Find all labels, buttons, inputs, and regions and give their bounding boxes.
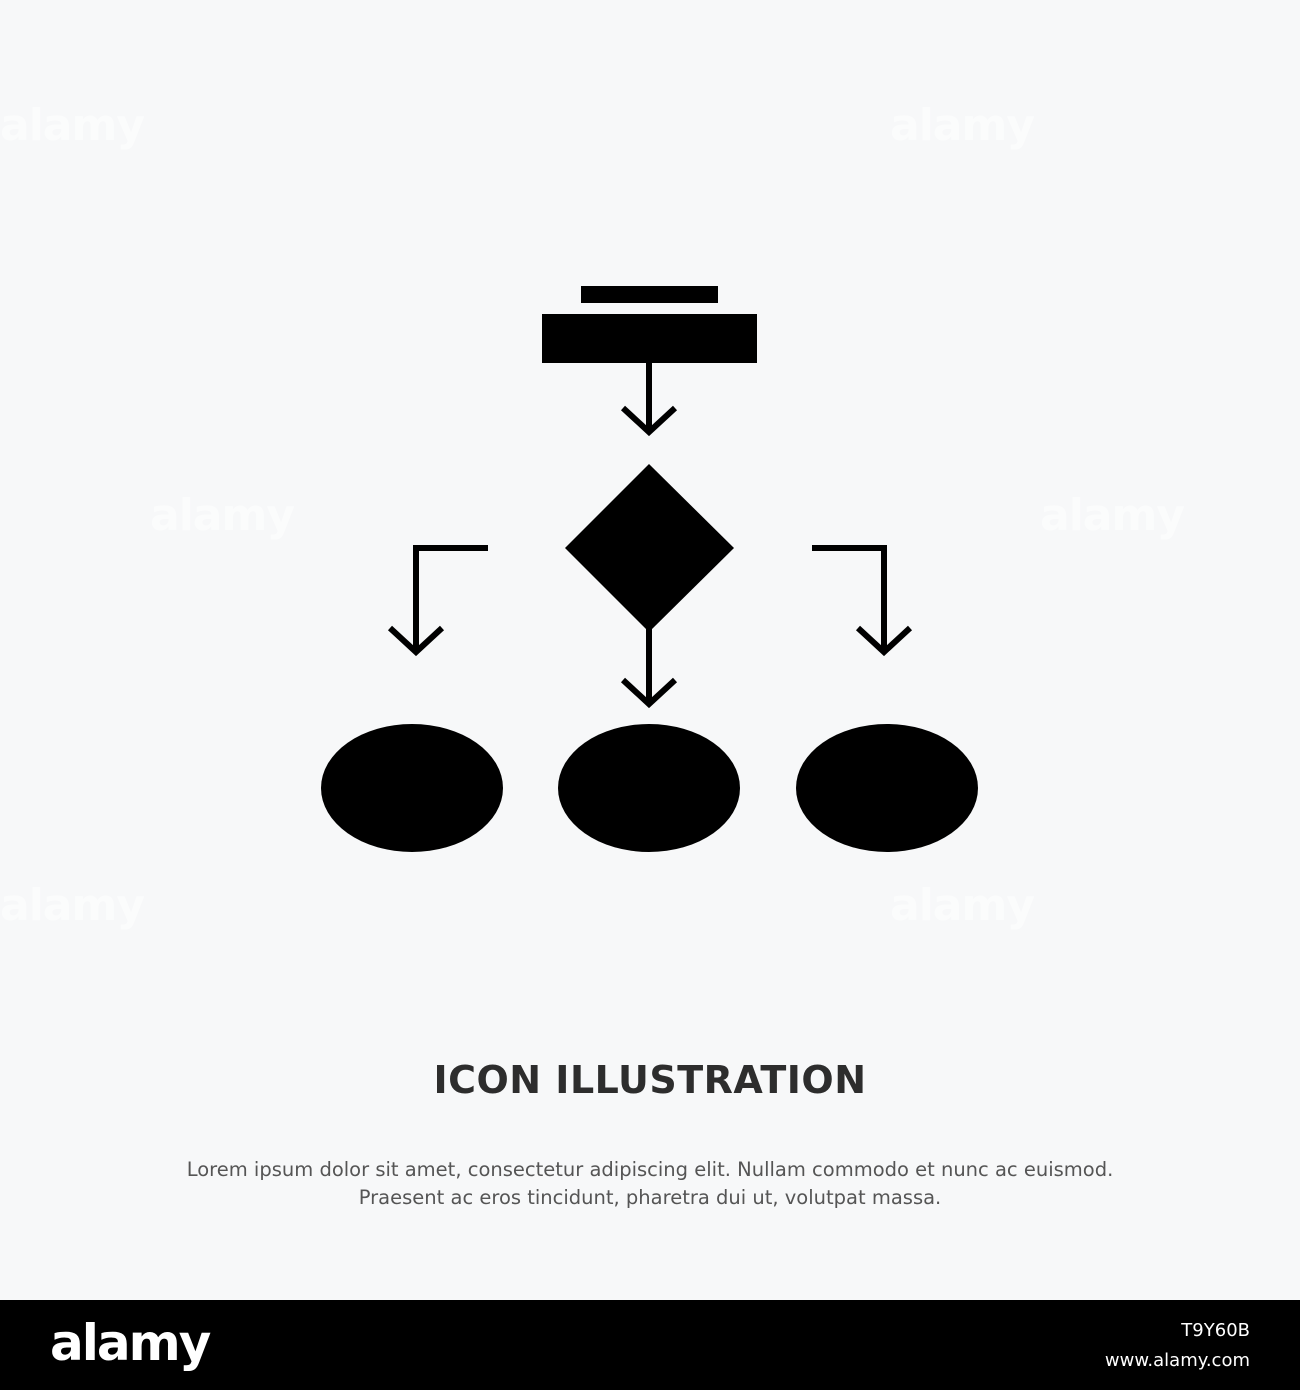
illustration-canvas: alamy alamy alamy alamy alamy alamy ICON… xyxy=(0,100,1300,1212)
headline: ICON ILLUSTRATION xyxy=(433,1058,867,1102)
arrow-head xyxy=(620,677,678,709)
connector-line xyxy=(413,545,488,648)
flowchart-icon xyxy=(321,286,978,852)
outcome-ellipse-right xyxy=(796,724,978,852)
site-url: www.alamy.com xyxy=(1104,1350,1250,1371)
arrow-head xyxy=(855,625,913,657)
image-id: T9Y60B xyxy=(1181,1320,1250,1341)
connector-line xyxy=(812,545,887,648)
description-text: Lorem ipsum dolor sit amet, consectetur … xyxy=(0,1156,1300,1212)
description-line-1: Lorem ipsum dolor sit amet, consectetur … xyxy=(186,1158,1114,1181)
arrow-head xyxy=(387,625,445,657)
watermark: alamy xyxy=(890,100,1035,151)
watermark: alamy xyxy=(1040,490,1185,541)
watermark: alamy xyxy=(0,880,145,931)
start-block-top-bar xyxy=(581,286,718,303)
arrow-head xyxy=(620,405,678,437)
footer-bar: alamy T9Y60B www.alamy.com xyxy=(0,1300,1300,1390)
description-line-2: Praesent ac eros tincidunt, pharetra dui… xyxy=(358,1186,942,1209)
watermark: alamy xyxy=(0,100,145,151)
outcome-ellipse-center xyxy=(558,724,740,852)
watermark: alamy xyxy=(890,880,1035,931)
brand-logo: alamy xyxy=(50,1314,211,1372)
outcome-ellipse-left xyxy=(321,724,503,852)
start-block xyxy=(542,314,757,363)
decision-diamond xyxy=(565,464,734,632)
watermark: alamy xyxy=(150,490,295,541)
